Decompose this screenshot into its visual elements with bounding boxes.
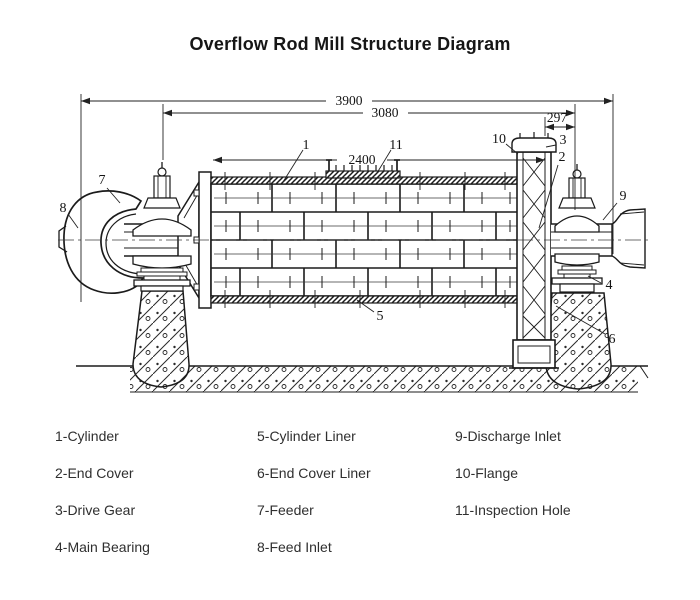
legend-item-drive-gear: 3-Drive Gear [55, 502, 136, 518]
callout-10-flange: 10 [492, 132, 506, 147]
callout-11-inspection-hole: 11 [389, 138, 402, 153]
callout-4-main-bearing: 4 [606, 278, 613, 293]
legend-column-3: 9-Discharge Inlet 10-Flange 11-Inspectio… [455, 429, 571, 540]
dim-overall-length: 3900 [336, 93, 363, 108]
legend-item-end-cover-liner: 6-End Cover Liner [257, 465, 371, 481]
legend-item-feed-inlet: 8-Feed Inlet [257, 539, 332, 555]
legend-item-end-cover: 2-End Cover [55, 465, 134, 481]
dim-flange-width: 297 [547, 110, 568, 125]
page-title: Overflow Rod Mill Structure Diagram [189, 34, 511, 54]
callout-leaders [67, 143, 618, 335]
callout-1-cylinder: 1 [303, 138, 310, 153]
callout-7-feeder: 7 [99, 173, 106, 188]
legend-item-flange: 10-Flange [455, 465, 519, 481]
callout-9-discharge-inlet: 9 [620, 189, 627, 204]
drive-gear [509, 132, 559, 369]
callout-8-feed-inlet: 8 [60, 201, 67, 216]
callout-2-end-cover: 2 [559, 150, 566, 165]
callout-6-end-cover-liner: 6 [609, 332, 616, 347]
legend-item-inspection-hole: 11-Inspection Hole [455, 502, 571, 518]
legend-item-discharge-inlet: 9-Discharge Inlet [455, 428, 561, 444]
dimension-labels: 3900 3080 297 2400 [336, 93, 568, 167]
legend-column-2: 5-Cylinder Liner 6-End Cover Liner 7-Fee… [257, 429, 371, 577]
legend-item-feeder: 7-Feeder [257, 502, 314, 518]
legend-item-cylinder-liner: 5-Cylinder Liner [257, 428, 356, 444]
callout-3-drive-gear: 3 [560, 133, 567, 148]
dim-second-length: 3080 [372, 105, 399, 120]
dimension-lines [80, 94, 614, 302]
legend-item-main-bearing: 4-Main Bearing [55, 539, 150, 555]
left-main-bearing [132, 162, 192, 292]
right-foundation [545, 292, 612, 390]
dim-cylinder-length: 2400 [349, 152, 376, 167]
legend-item-cylinder: 1-Cylinder [55, 428, 119, 444]
right-main-bearing [551, 164, 603, 293]
left-foundation [132, 290, 190, 388]
callout-numbers: 1 2 3 4 5 6 7 8 9 10 11 [60, 132, 627, 347]
callout-5-cylinder-liner: 5 [377, 309, 384, 324]
legend-column-1: 1-Cylinder 2-End Cover 3-Drive Gear 4-Ma… [55, 429, 150, 577]
discharge-flare [611, 208, 646, 269]
